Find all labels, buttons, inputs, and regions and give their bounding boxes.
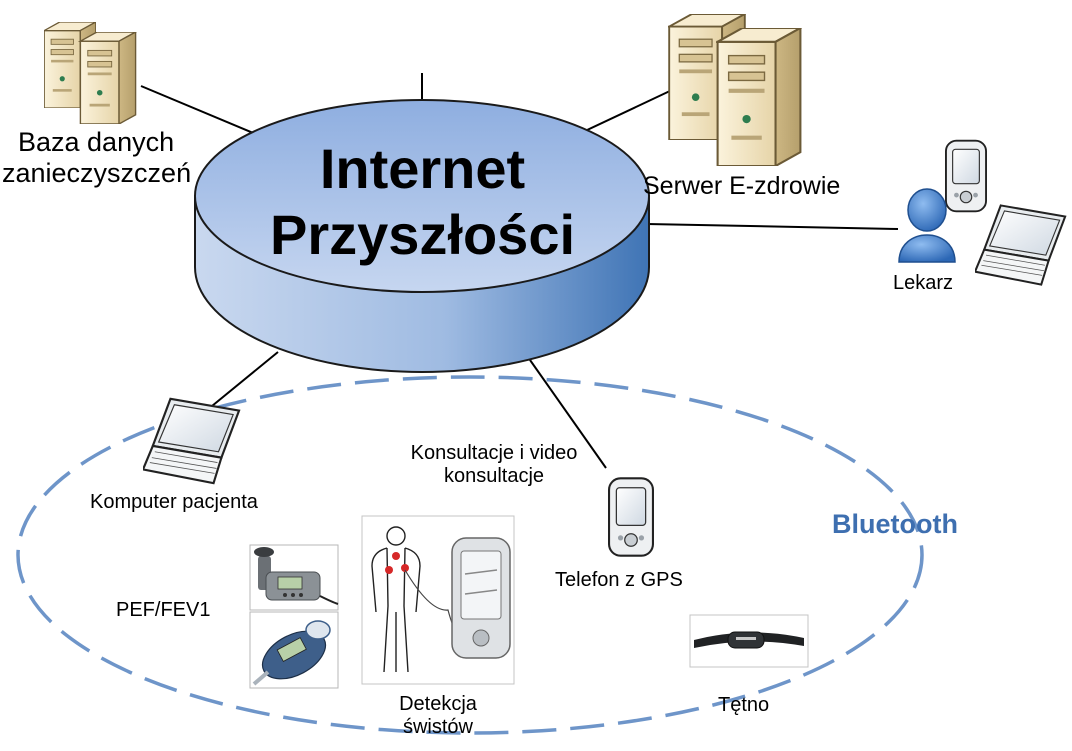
db-label: Baza danych zanieczyszczeń	[2, 127, 191, 189]
wheeze-label-line2: świstów	[402, 716, 473, 738]
body-sensors-icon	[361, 515, 515, 685]
pef-label: PEF/FEV1	[116, 599, 211, 621]
heart-rate-label: Tętno	[718, 694, 770, 716]
pda-icon	[608, 477, 654, 557]
bluetooth-label: Bluetooth	[832, 509, 958, 539]
spirometer-icon	[249, 611, 339, 689]
db-label-line2: zanieczyszczeń	[2, 158, 192, 189]
wheeze-label: Detekcja świstów	[382, 693, 494, 739]
peak-flow-meter-icon	[249, 544, 339, 611]
consult-label: Konsultacje i video konsultacje	[392, 442, 596, 488]
server-icon	[668, 14, 802, 166]
internet-hub-disk	[194, 99, 650, 373]
hub-title: Internet Przyszłości	[195, 136, 650, 268]
server-icon	[44, 22, 137, 124]
db-label-line1: Baza danych	[18, 127, 175, 157]
doctor-label: Lekarz	[893, 272, 954, 294]
laptop-icon	[143, 397, 241, 485]
line-server	[584, 89, 673, 132]
phone-label: Telefon z GPS	[555, 569, 683, 591]
heart-rate-strap-icon	[689, 614, 809, 668]
connector-lines	[140, 73, 899, 469]
line-db	[140, 85, 259, 136]
line-phone	[529, 359, 607, 469]
person-icon	[898, 188, 956, 263]
line-patient-pc	[211, 351, 279, 407]
consult-label-line1: Konsultacje i video	[410, 442, 578, 464]
consult-label-line2: konsultacje	[443, 465, 545, 487]
bluetooth-range-ellipse	[16, 375, 924, 735]
server-label: Serwer E-zdrowie	[643, 172, 841, 200]
line-doctor	[646, 223, 899, 230]
wheeze-label-line1: Detekcja	[399, 693, 477, 715]
hub-title-line2: Przyszłości	[269, 203, 576, 267]
pda-icon	[945, 139, 987, 213]
laptop-icon	[975, 204, 1067, 286]
hub-title-line1: Internet	[319, 137, 526, 200]
patient-pc-label: Komputer pacjenta	[90, 491, 258, 513]
